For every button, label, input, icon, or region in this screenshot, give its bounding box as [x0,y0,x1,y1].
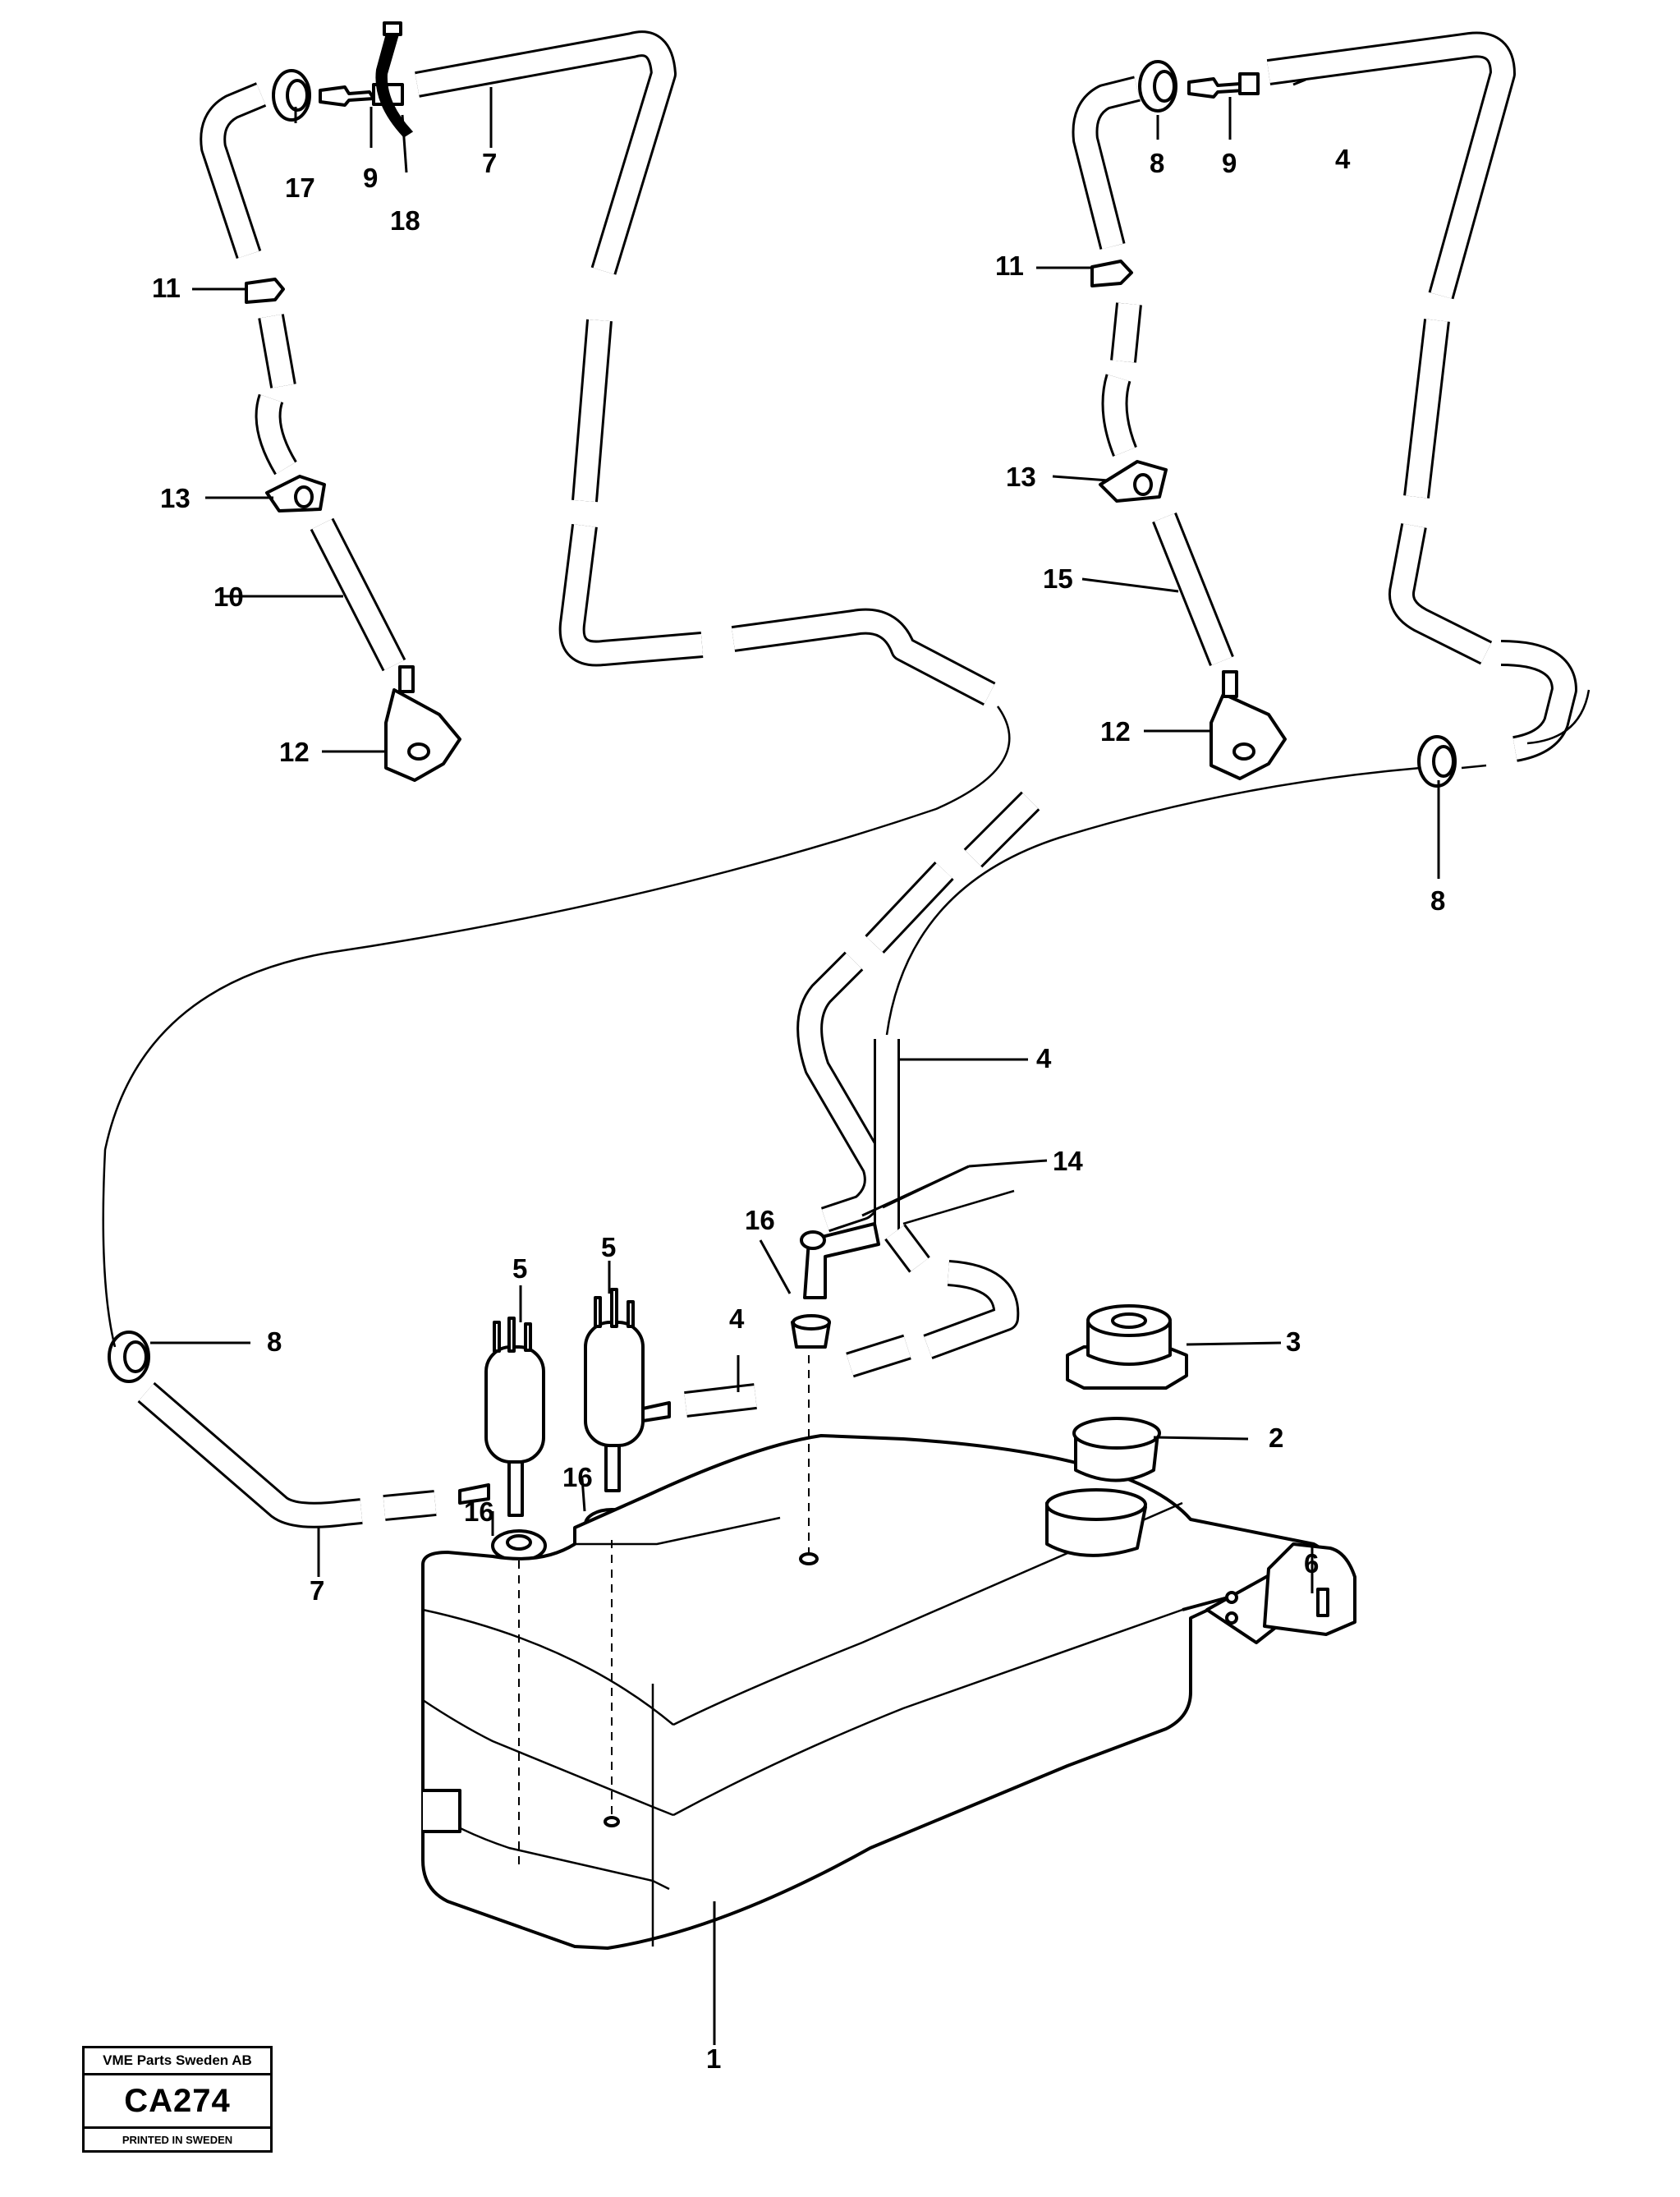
drawing-stamp: VME Parts Sweden AB CA274 PRINTED IN SWE… [82,2046,273,2153]
callout-16-centre: 16 [745,1205,775,1235]
callout-labels: 1 2 3 4 4 4 5 5 6 7 7 8 8 8 9 9 10 11 11… [152,144,1445,2074]
routing-lines [102,689,1590,1348]
callout-11-right: 11 [995,250,1024,281]
callout-9-right: 9 [1222,148,1237,178]
callout-8-right: 8 [1430,885,1445,916]
leader-lines [150,78,1440,2045]
callout-3: 3 [1286,1326,1301,1357]
callout-4-centre: 4 [1036,1043,1052,1073]
callout-16-right: 16 [562,1462,593,1492]
left-nozzle-assembly [200,21,996,782]
callout-11-left: 11 [152,273,181,303]
centre-hoses [791,791,1040,1378]
callout-13-left: 13 [160,483,190,513]
callout-9-left: 9 [363,163,378,193]
callout-7-bottom: 7 [310,1575,324,1606]
callout-7-top: 7 [482,148,497,178]
callout-8-left: 8 [267,1326,282,1357]
callout-4-upper-right: 4 [1335,144,1351,174]
callout-5-right: 5 [601,1232,616,1262]
callout-6: 6 [1304,1548,1319,1579]
callout-12-right: 12 [1100,716,1131,747]
callout-2: 2 [1269,1423,1283,1453]
strainer-and-cap [1066,1304,1188,1482]
stamp-company: VME Parts Sweden AB [85,2048,270,2075]
callout-13-right: 13 [1006,462,1036,492]
callout-4-lower: 4 [729,1303,745,1334]
callout-15: 15 [1043,563,1073,594]
callout-18: 18 [390,205,420,236]
callout-16-left: 16 [464,1496,494,1527]
callout-10: 10 [213,581,244,612]
callout-12-left: 12 [279,737,310,767]
stamp-drawing-code: CA274 [85,2075,270,2129]
callout-1: 1 [706,2043,721,2074]
callout-17: 17 [285,172,315,203]
right-nozzle-assembly [1072,31,1577,788]
callout-14: 14 [1053,1146,1083,1176]
callout-5-left: 5 [512,1253,527,1284]
stamp-printed-in: PRINTED IN SWEDEN [122,2134,233,2146]
mounting-strap [1205,1542,1356,1644]
callout-8-top: 8 [1150,148,1164,178]
washer-fluid-tank [421,1355,1324,1950]
